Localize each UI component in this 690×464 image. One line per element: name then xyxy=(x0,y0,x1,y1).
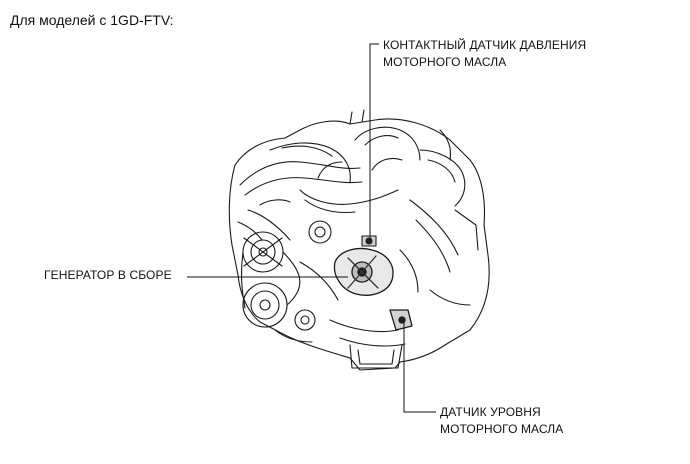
oil-pressure-switch-label-line2: МОТОРНОГО МАСЛА xyxy=(383,55,507,69)
oil-level-sensor-part xyxy=(389,309,413,331)
generator-label: ГЕНЕРАТОР В СБОРЕ xyxy=(44,267,172,284)
intake-pipe xyxy=(239,161,361,186)
engine-block-outline xyxy=(228,118,490,371)
crank-pulley xyxy=(242,282,288,328)
oil-pan xyxy=(349,344,403,369)
generator-label-line1: ГЕНЕРАТОР В СБОРЕ xyxy=(44,268,172,282)
drive-belt xyxy=(240,251,301,309)
oil-level-sensor-label-line2: МОТОРНОГО МАСЛА xyxy=(440,422,564,436)
oil-pressure-switch-leader xyxy=(369,43,379,240)
diagram-heading: Для моделей с 1GD-FTV: xyxy=(10,12,174,28)
oil-level-sensor-leader xyxy=(403,322,436,413)
generator-part xyxy=(333,247,394,296)
oil-pressure-switch-part xyxy=(361,235,377,247)
oil-pressure-switch-label-line1: КОНТАКТНЫЙ ДАТЧИК ДАВЛЕНИЯ xyxy=(383,38,587,52)
oil-level-sensor-label-line1: ДАТЧИК УРОВНЯ xyxy=(440,405,541,419)
oil-pressure-switch-label: КОНТАКТНЫЙ ДАТЧИК ДАВЛЕНИЯ МОТОРНОГО МАС… xyxy=(383,37,586,71)
oil-level-sensor-label: ДАТЧИК УРОВНЯ МОТОРНОГО МАСЛА xyxy=(440,404,563,438)
